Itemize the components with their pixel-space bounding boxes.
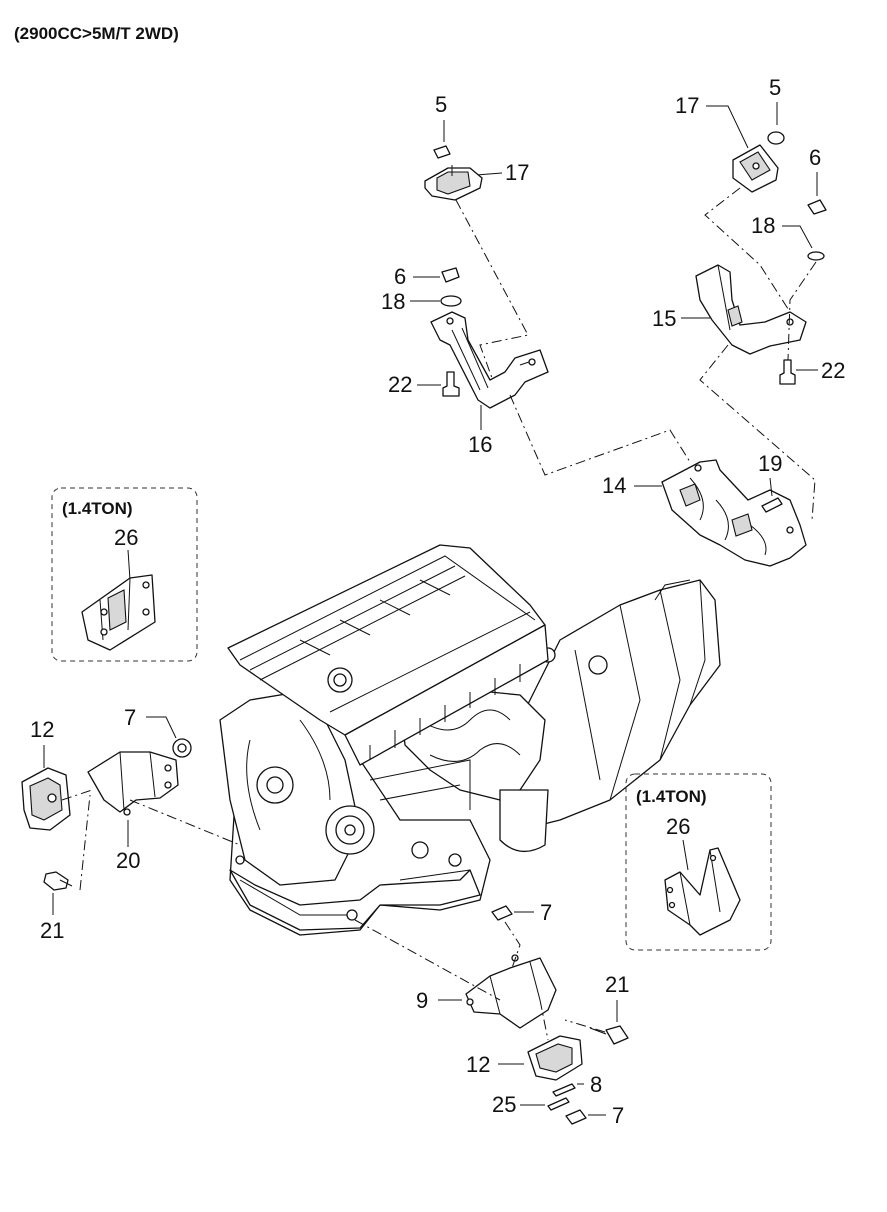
callout-7: 7 [124,705,136,730]
callout-25: 25 [492,1092,516,1117]
bolt-22 [442,371,460,397]
callout-6: 6 [394,264,406,289]
callout-7: 7 [612,1103,624,1128]
callout-22: 22 [388,372,412,397]
variant-label: (1.4TON) [636,787,707,806]
bolt-21 [43,871,69,891]
nut-6 [441,267,460,283]
callout-5: 5 [435,92,447,117]
callout-21: 21 [605,972,629,997]
bolt-22 [779,359,796,385]
nut-7 [491,905,513,921]
callout-5: 5 [769,75,781,100]
bracket-9 [465,957,557,1029]
bracket-15 [695,264,807,355]
callout-8: 8 [590,1072,602,1097]
callout-18: 18 [751,213,775,238]
callout-22: 22 [821,358,845,383]
nut-6 [807,199,827,215]
washer-18 [807,251,825,261]
oil-pan [229,869,481,931]
bolt-19 [761,497,783,513]
variant-box-right: (1.4TON) 26 [625,773,772,951]
bracket-16 [430,311,549,409]
bolt-21 [605,1025,629,1045]
callout-18: 18 [381,289,405,314]
callout-12: 12 [30,717,54,742]
callout-7: 7 [540,900,552,925]
upper-right-mount: 17 5 6 18 15 22 14 19 [602,75,845,567]
washer-8 [552,1083,576,1097]
alt-mount-bracket-26 [664,847,741,936]
nut-5 [767,131,785,145]
callout-9: 9 [416,988,428,1013]
washer-25 [547,1097,570,1111]
callout-26: 26 [114,525,138,550]
callout-20: 20 [116,848,140,873]
callout-19: 19 [758,451,782,476]
variant-box-left: (1.4TON) 26 [51,487,198,662]
diagram-title: (2900CC>5M/T 2WD) [14,24,179,43]
nut-5 [433,145,451,159]
callout-17: 17 [505,160,529,185]
bracket-14 [661,459,807,567]
washer-18 [440,295,462,307]
callout-16: 16 [468,432,492,457]
engine-assembly [219,544,721,936]
callout-12: 12 [466,1052,490,1077]
callout-21: 21 [40,918,64,943]
callout-17: 17 [675,93,699,118]
callout-26: 26 [666,814,690,839]
variant-label: (1.4TON) [62,499,133,518]
upper-center-mount: 5 17 6 18 22 16 [381,92,549,457]
assembly-center-lines [61,187,817,1041]
left-engine-mount: 12 7 20 21 [21,705,192,943]
lower-right-mount: 7 9 21 12 8 25 7 [416,900,629,1128]
bracket-20 [87,751,179,813]
callout-15: 15 [652,306,676,331]
callout-14: 14 [602,473,626,498]
callout-6: 6 [809,145,821,170]
nut-7 [565,1109,587,1125]
